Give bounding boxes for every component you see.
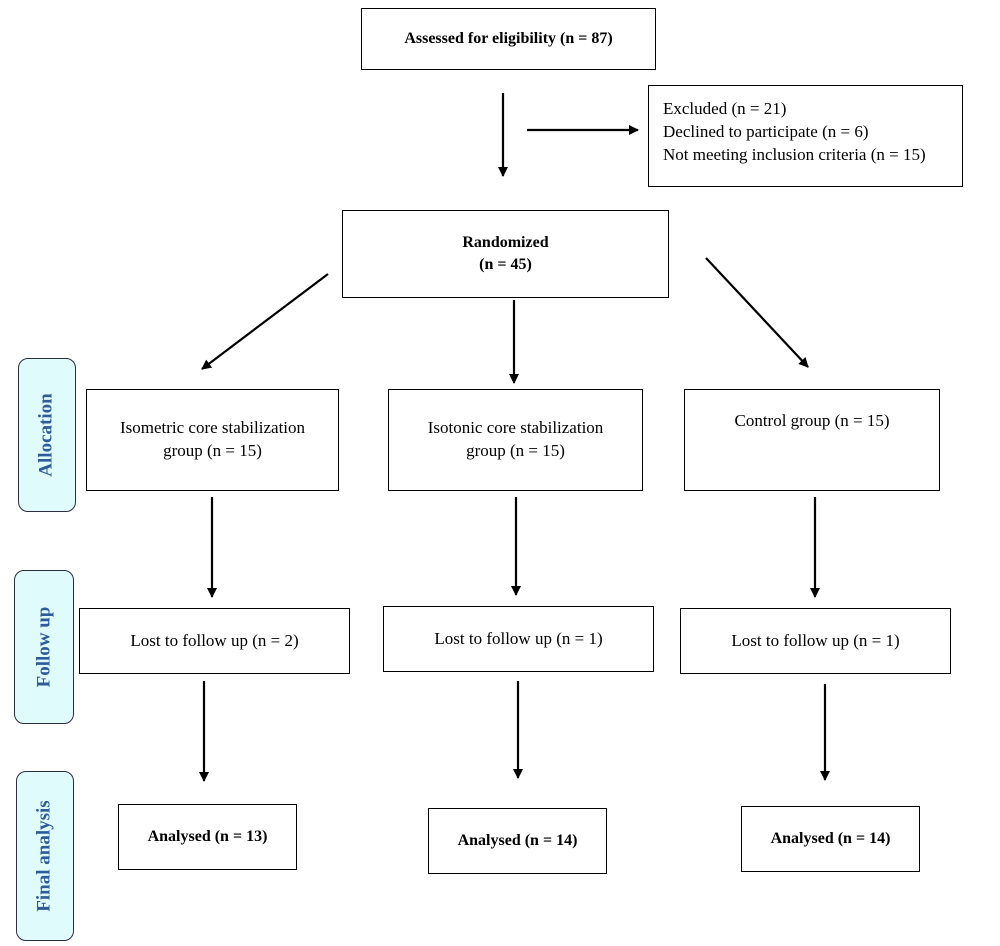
lost-isotonic-box: Lost to follow up (n = 1) [383,606,654,672]
allocation-control-box: Control group (n = 15) [684,389,940,491]
analysed-control-box: Analysed (n = 14) [741,806,920,872]
analysed-isometric-box: Analysed (n = 13) [118,804,297,870]
lost-isotonic-label: Lost to follow up (n = 1) [434,628,603,648]
analysed-control-label: Analysed (n = 14) [770,830,891,848]
allocation-isotonic-line1: Isotonic core stabilization [427,418,604,438]
lost-isometric-box: Lost to follow up (n = 2) [79,608,350,674]
stage-allocation-label: Allocation [36,393,58,477]
stage-final-analysis-label: Final analysis [34,800,55,912]
excluded-box: Excluded (n = 21) Declined to participat… [648,85,963,187]
assessed-label: Assessed for eligibility (n = 87) [404,30,613,48]
analysed-isotonic-box: Analysed (n = 14) [428,808,607,874]
stage-follow-up-label: Follow up [33,606,54,688]
randomized-count: (n = 45) [479,256,532,273]
excluded-line: Excluded (n = 21) [663,99,787,118]
lost-isometric-label: Lost to follow up (n = 2) [130,630,299,650]
stage-final-analysis: Final analysis [16,771,74,941]
randomized-box: Randomized (n = 45) [342,210,669,298]
lost-control-box: Lost to follow up (n = 1) [680,608,951,674]
allocation-isotonic-line2: group (n = 15) [466,441,565,460]
stage-allocation: Allocation [18,358,76,512]
allocation-isometric-box: Isometric core stabilization group (n = … [86,389,339,491]
assessed-box: Assessed for eligibility (n = 87) [361,8,656,70]
allocation-isotonic-box: Isotonic core stabilization group (n = 1… [388,389,643,491]
allocation-isometric-line2: group (n = 15) [163,441,262,460]
not-meeting-line: Not meeting inclusion criteria (n = 15) [663,144,926,164]
analysed-isotonic-label: Analysed (n = 14) [457,832,578,850]
allocation-control-line1: Control group (n = 15) [734,411,890,430]
analysed-isometric-label: Analysed (n = 13) [147,828,268,846]
declined-line: Declined to participate (n = 6) [663,121,869,141]
allocation-isometric-line1: Isometric core stabilization [119,418,306,438]
lost-control-label: Lost to follow up (n = 1) [731,630,900,650]
arrow-randomized-to-control [705,257,809,368]
arrow-randomized-to-isometric [201,273,329,370]
stage-follow-up: Follow up [14,570,74,724]
randomized-title: Randomized [462,234,549,252]
